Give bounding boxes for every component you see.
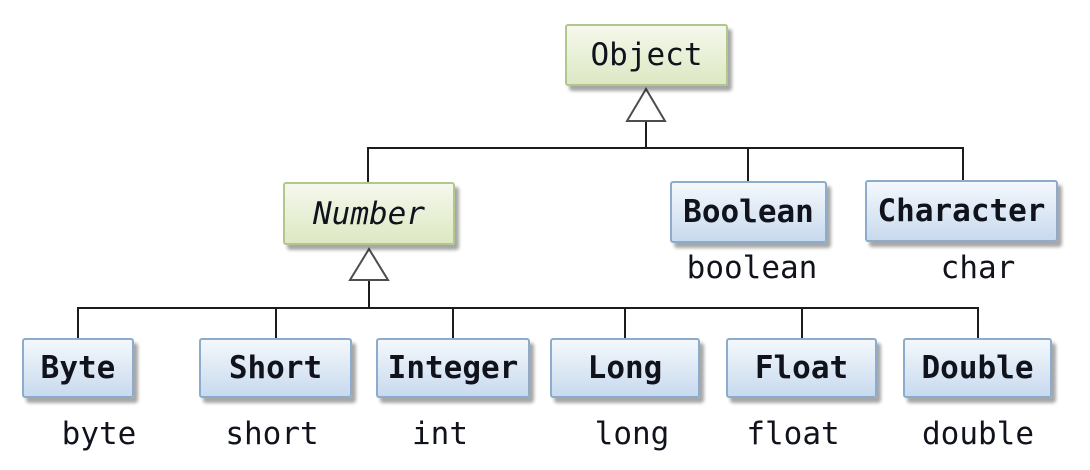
primitive-label-byte: byte xyxy=(61,416,137,452)
class-box-byte: Byte xyxy=(22,338,134,398)
class-box-short: Short xyxy=(199,338,352,398)
primitive-label-float: float xyxy=(746,416,840,452)
class-name-long: Long xyxy=(587,350,663,386)
class-box-float: Float xyxy=(726,338,877,398)
class-name-object: Object xyxy=(590,37,703,73)
primitive-label-double: double xyxy=(922,416,1034,452)
class-name-float: Float xyxy=(754,350,849,386)
class-name-character: Character xyxy=(877,193,1046,229)
class-name-integer: Integer xyxy=(387,350,519,386)
class-box-long: Long xyxy=(550,338,700,398)
class-box-object: Object xyxy=(565,24,728,86)
primitive-label-short: short xyxy=(225,416,319,452)
class-box-boolean: Boolean xyxy=(670,181,827,243)
class-box-character: Character xyxy=(865,180,1058,242)
class-box-double: Double xyxy=(903,338,1052,398)
inheritance-triangle-icon xyxy=(625,87,667,122)
primitive-label-long: long xyxy=(594,416,670,452)
class-box-number: Number xyxy=(283,182,455,245)
class-name-number: Number xyxy=(313,195,425,232)
inheritance-triangle-icon xyxy=(348,247,390,281)
class-name-double: Double xyxy=(921,350,1034,386)
class-name-boolean: Boolean xyxy=(683,194,814,230)
primitive-label-char: char xyxy=(940,250,1016,286)
class-name-short: Short xyxy=(228,350,323,386)
class-box-integer: Integer xyxy=(376,338,530,398)
primitive-label-boolean: boolean xyxy=(686,250,818,286)
primitive-label-int: int xyxy=(412,416,468,452)
class-name-byte: Byte xyxy=(40,350,116,386)
